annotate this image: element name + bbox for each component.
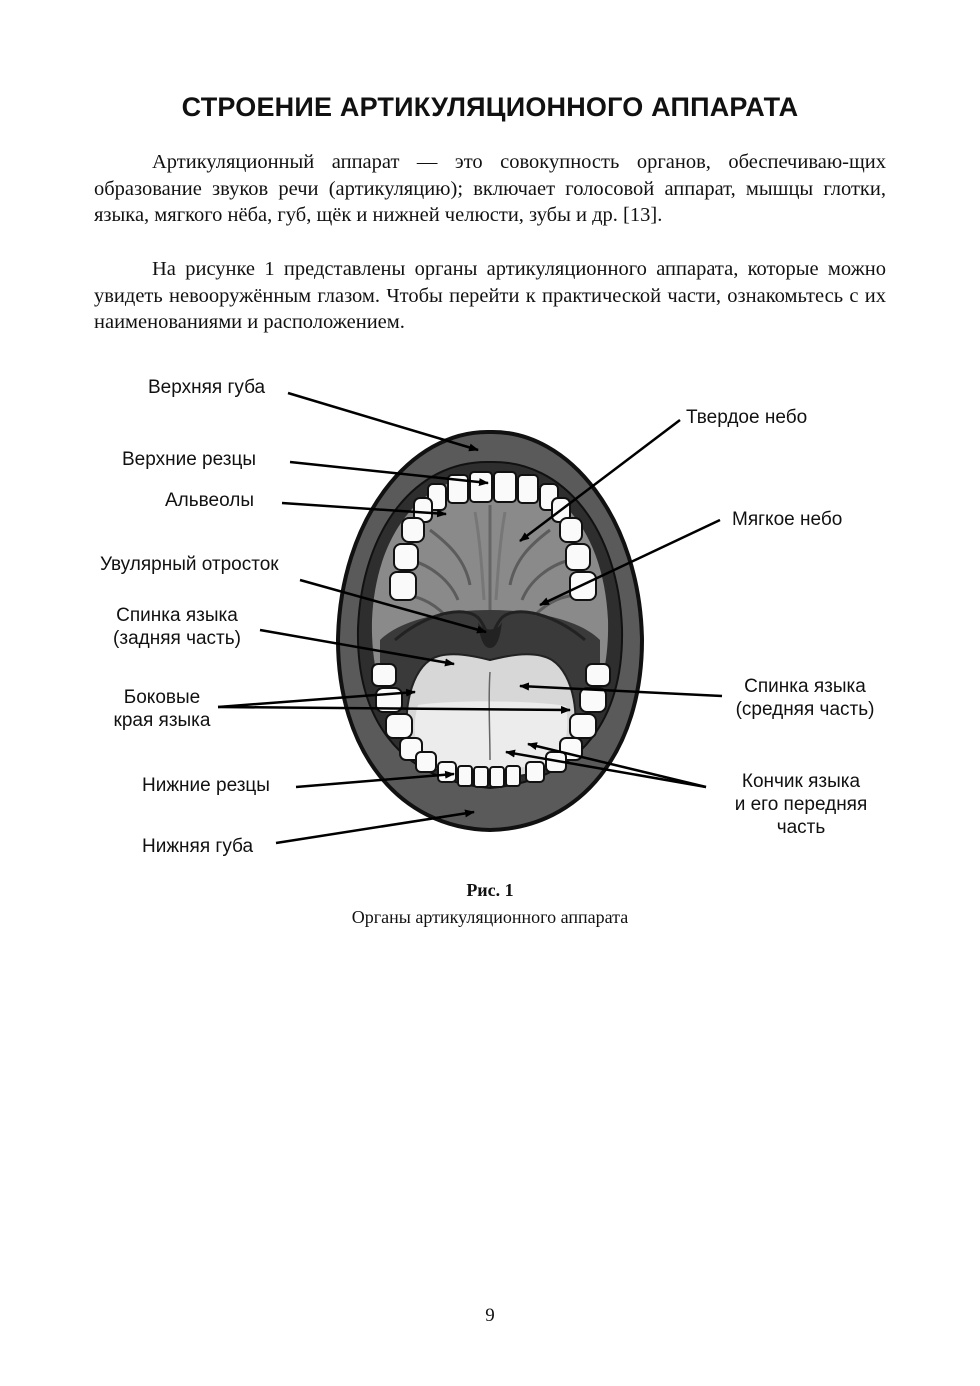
mouth-diagram: Верхняя губа Верхние резцы Альвеолы Увул… [0, 360, 980, 860]
paragraph-1: Артикуляционный аппарат — это совокупнос… [94, 149, 886, 229]
label-upper-lip: Верхняя губа [148, 376, 265, 399]
label-uvula: Увулярный отросток [100, 553, 279, 576]
label-lower-incisors: Нижние резцы [142, 774, 270, 797]
paragraph-2: На рисунке 1 представлены органы артикул… [94, 256, 886, 336]
label-tongue-back: Спинка языка (задняя часть) [104, 604, 250, 650]
page-number: 9 [0, 1305, 980, 1327]
label-hard-palate: Твердое небо [686, 406, 807, 429]
label-tongue-tip: Кончик языка и его передняя часть [718, 770, 884, 839]
label-alveoli: Альвеолы [165, 489, 254, 512]
label-lower-lip: Нижняя губа [142, 835, 253, 858]
label-upper-incisors: Верхние резцы [122, 448, 256, 471]
figure-number: Рис. 1 [0, 880, 980, 901]
label-soft-palate: Мягкое небо [732, 508, 842, 531]
page-title: СТРОЕНИЕ АРТИКУЛЯЦИОННОГО АППАРАТА [0, 92, 980, 123]
label-tongue-sides: Боковые края языка [106, 686, 218, 732]
figure-caption: Органы артикуляционного аппарата [0, 907, 980, 928]
label-tongue-middle: Спинка языка (средняя часть) [722, 675, 888, 721]
